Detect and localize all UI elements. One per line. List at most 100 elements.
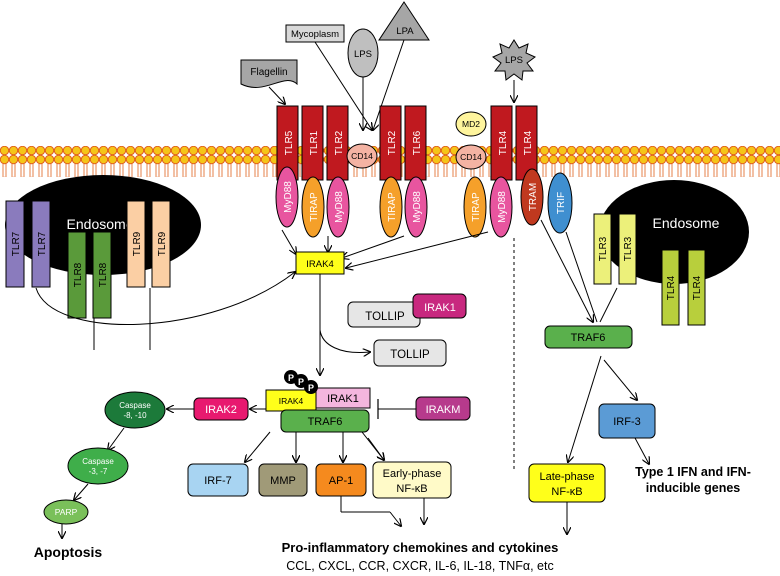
tlr2-receptor-right: TLR2 xyxy=(379,105,402,181)
endosome-left: Endosome TLR7 TLR7 TLR8 TLR8 TLR9 TLR9 xyxy=(5,175,201,319)
myd88-tlr4: MyD88 xyxy=(489,176,513,238)
irak4-box: IRAK4 xyxy=(295,251,345,275)
irak4-complex-label: IRAK4 xyxy=(279,396,304,406)
irak1-complex-label: IRAK1 xyxy=(327,393,359,405)
traf6-right-label: TRAF6 xyxy=(571,332,606,344)
endosome-right-label: Endosome xyxy=(653,215,720,231)
md2: MD2 xyxy=(455,111,487,137)
tlr2-receptor-left: TLR2 xyxy=(326,105,349,181)
tlr8-left: TLR8 xyxy=(67,231,87,319)
irf3-label: IRF-3 xyxy=(613,416,641,428)
lpa-label: LPA xyxy=(396,26,414,37)
myd88-tlr5: MyD88 xyxy=(275,166,299,228)
tlr8-label-2: TLR8 xyxy=(98,262,109,287)
endosome-left-label: Endosome xyxy=(67,216,134,232)
tlr4-endo-right: TLR4 xyxy=(687,249,706,326)
irak2-label: IRAK2 xyxy=(205,404,237,416)
tollip-irak1-complex: TOLLIP IRAK1 xyxy=(347,293,467,328)
tirap-tlr2: TIRAP xyxy=(379,176,403,238)
irakm-box: IRAKM xyxy=(415,396,471,421)
tlr3-right: TLR3 xyxy=(618,213,637,285)
myd88-label-1: MyD88 xyxy=(283,181,294,213)
tollip-label-1: TOLLIP xyxy=(365,311,405,323)
early-nfkb-box: Early-phase NF-κB xyxy=(372,461,452,499)
tlr8-label-1: TLR8 xyxy=(73,262,84,287)
trif-label: TRIF xyxy=(556,192,567,214)
tlr3-left: TLR3 xyxy=(593,213,612,285)
cd14-label-left: CD14 xyxy=(351,151,373,161)
mycoplasm-label: Mycoplasm xyxy=(291,29,339,40)
tlr9-label-2: TLR9 xyxy=(157,231,168,256)
parp-label: PARP xyxy=(55,507,78,517)
apoptosis-label: Apoptosis xyxy=(34,544,103,560)
caspase-3-7-label-2: -3, -7 xyxy=(89,467,108,476)
mmp-label: MMP xyxy=(270,475,296,487)
md2-label: MD2 xyxy=(462,119,480,129)
lps-ligand-right: LPS xyxy=(492,39,536,81)
tlr2-label-left: TLR2 xyxy=(334,130,345,155)
tlr8-right: TLR8 xyxy=(92,231,112,319)
cd14-left: CD14 xyxy=(346,143,378,169)
myd88-tlr6: MyD88 xyxy=(404,176,428,238)
early-nfkb-label-2: NF-κB xyxy=(396,483,427,495)
ifn-label-line2: inducible genes xyxy=(646,481,741,495)
tirap-label-3: TIRAP xyxy=(471,192,482,222)
lpa-ligand: LPA xyxy=(378,1,430,41)
irakm-label: IRAKM xyxy=(426,404,461,416)
tirap-tlr4: TIRAP xyxy=(463,176,487,238)
ap1-box: AP-1 xyxy=(315,463,367,497)
tirap-label-1: TIRAP xyxy=(309,192,320,222)
irak2-box: IRAK2 xyxy=(193,397,249,421)
mmp-box: MMP xyxy=(258,463,308,497)
myd88-label-4: MyD88 xyxy=(497,191,508,223)
phospho-label-3: P xyxy=(308,383,314,393)
myd88-label-3: MyD88 xyxy=(412,191,423,223)
tlr3-label-1: TLR3 xyxy=(598,236,609,261)
tlr6-label: TLR6 xyxy=(412,130,423,155)
traf6-complex: IRAK4 IRAK1 TRAF6 P P P xyxy=(265,370,371,433)
endosome-right: Endosome TLR3 TLR3 TLR4 TLR4 xyxy=(593,180,749,326)
tlr7-label-1: TLR7 xyxy=(11,231,22,256)
lps-label-right: LPS xyxy=(505,55,523,66)
tlr4-label-right: TLR4 xyxy=(523,130,534,155)
tlr9-right: TLR9 xyxy=(151,200,171,288)
early-nfkb-label-1: Early-phase xyxy=(383,468,442,480)
traf6-box-right: TRAF6 xyxy=(544,325,633,349)
tirap-label-2: TIRAP xyxy=(387,192,398,222)
tram-label: TRAM xyxy=(528,183,539,211)
ifn-label-line1: Type 1 IFN and IFN- xyxy=(635,465,751,479)
tlr5-label: TLR5 xyxy=(284,130,295,155)
tlr4-endo-label-2: TLR4 xyxy=(692,275,703,300)
caspase-8-10: Caspase -8, -10 xyxy=(104,391,166,429)
caspase-3-7-label-1: Caspase xyxy=(82,457,114,466)
irak4-label: IRAK4 xyxy=(306,259,333,270)
tlr7-right: TLR7 xyxy=(31,200,51,288)
late-nfkb-label-1: Late-phase xyxy=(539,471,594,483)
phospho-3 xyxy=(304,380,318,394)
late-nfkb-box: Late-phase NF-κB xyxy=(528,463,606,503)
phospho-label-2: P xyxy=(298,377,304,387)
irak1-label-top: IRAK1 xyxy=(424,302,456,314)
myd88-tlr2: MyD88 xyxy=(326,176,350,238)
tlr1-label: TLR1 xyxy=(309,130,320,155)
irf7-box: IRF-7 xyxy=(187,463,249,497)
tlr7-label-2: TLR7 xyxy=(37,231,48,256)
tlr3-label-2: TLR3 xyxy=(623,236,634,261)
tlr4-endo-left: TLR4 xyxy=(661,249,680,326)
cytokines-title: Pro-inflammatory chemokines and cytokine… xyxy=(282,540,559,555)
tollip-free: TOLLIP xyxy=(373,339,447,367)
cd14-label-right: CD14 xyxy=(460,152,482,162)
lps-label-left: LPS xyxy=(354,49,372,60)
caspase-8-10-label-1: Caspase xyxy=(119,401,151,410)
caspase-3-7: Caspase -3, -7 xyxy=(67,447,129,485)
phospho-label-1: P xyxy=(288,373,294,383)
trif: TRIF xyxy=(547,172,573,234)
tlr1-receptor: TLR1 xyxy=(301,105,324,181)
tram: TRAM xyxy=(520,168,544,226)
ap1-label: AP-1 xyxy=(329,475,353,487)
tlr4-receptor-left: TLR4 xyxy=(490,105,513,181)
myd88-label-2: MyD88 xyxy=(334,191,345,223)
tlr2-label-right: TLR2 xyxy=(387,130,398,155)
